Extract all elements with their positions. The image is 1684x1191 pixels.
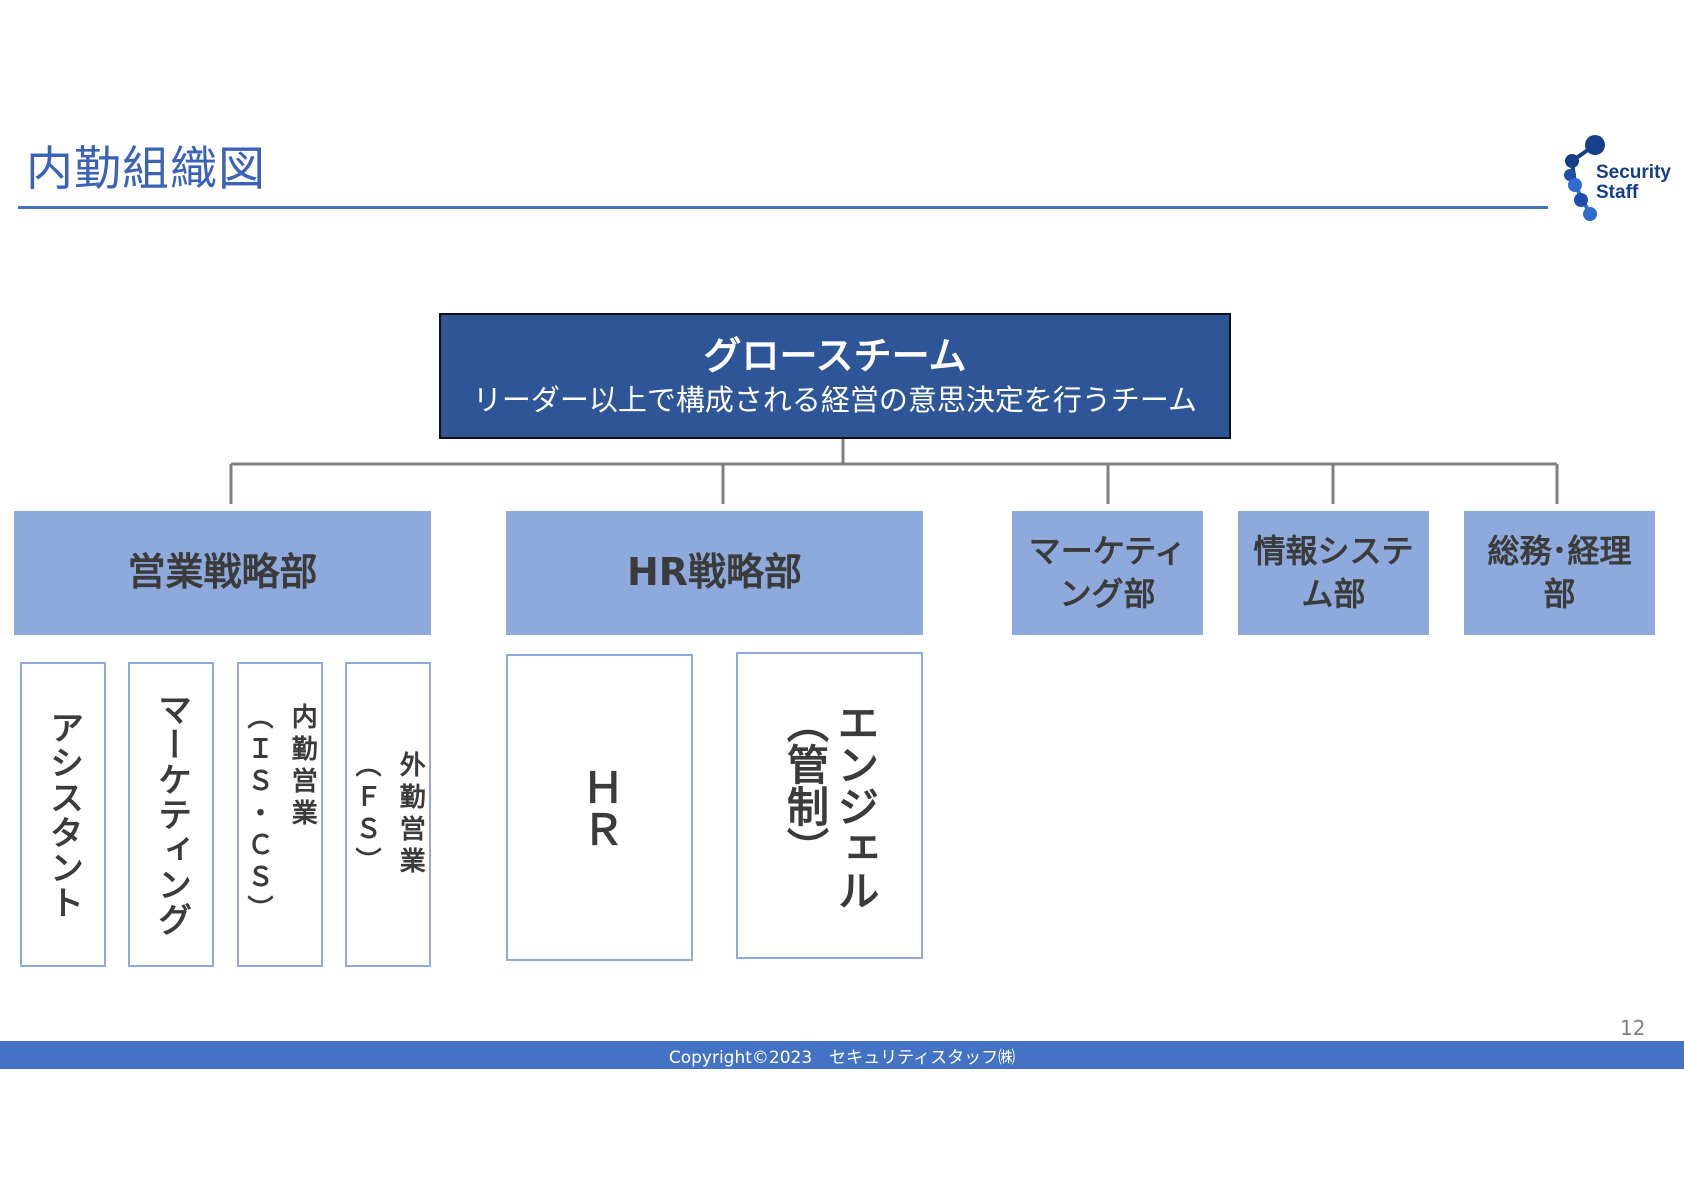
growth-team-description: リーダー以上で構成される経営の意思決定を行うチーム bbox=[472, 382, 1198, 417]
unit-hr: ＨＲ bbox=[506, 654, 693, 961]
copyright-text: Copyright©2023 セキュリティスタッフ㈱ bbox=[668, 1047, 1016, 1068]
growth-team-title: グロースチーム bbox=[703, 334, 967, 379]
logo-text-security: Security bbox=[1596, 162, 1671, 183]
unit-field-sales: 外勤営業 （ＦＳ） bbox=[345, 662, 431, 967]
dept-sales-strategy: 営業戦略部 bbox=[14, 511, 431, 635]
unit-inside-sales-label: 内勤営業 （ＩＳ・ＣＳ） bbox=[243, 702, 318, 927]
dept-general-affairs-accounting-label: 総務･経理部 bbox=[1487, 531, 1632, 613]
unit-marketing-label: マーケティング bbox=[151, 692, 192, 937]
dept-hr-strategy: HR戦略部 bbox=[506, 511, 923, 635]
dept-hr-strategy-label: HR戦略部 bbox=[626, 550, 803, 595]
unit-angel-control: エンジェル （管制） bbox=[736, 652, 923, 959]
dept-information-systems-label: 情報システム部 bbox=[1253, 531, 1414, 613]
unit-marketing: マーケティング bbox=[128, 662, 214, 967]
unit-assistant-label: アシスタント bbox=[43, 709, 84, 920]
unit-inside-sales: 内勤営業 （ＩＳ・ＣＳ） bbox=[237, 662, 323, 967]
footer-bar: Copyright©2023 セキュリティスタッフ㈱ bbox=[0, 1041, 1684, 1069]
page-number: 12 bbox=[1620, 1016, 1646, 1040]
unit-hr-label: ＨＲ bbox=[575, 765, 625, 850]
dept-general-affairs-accounting: 総務･経理部 bbox=[1464, 511, 1655, 635]
unit-field-sales-label: 外勤営業 （ＦＳ） bbox=[351, 750, 426, 879]
unit-assistant: アシスタント bbox=[20, 662, 106, 967]
logo-text-staff: Staff bbox=[1596, 182, 1639, 203]
title-underline bbox=[18, 206, 1548, 209]
dept-marketing: マーケティング部 bbox=[1012, 511, 1203, 635]
dept-sales-strategy-label: 営業戦略部 bbox=[127, 550, 318, 595]
unit-angel-control-label: エンジェル （管制） bbox=[780, 700, 880, 911]
dept-information-systems: 情報システム部 bbox=[1238, 511, 1429, 635]
growth-team-box: グロースチーム リーダー以上で構成される経営の意思決定を行うチーム bbox=[439, 313, 1231, 439]
dept-marketing-label: マーケティング部 bbox=[1028, 531, 1187, 613]
company-logo: Security Staff bbox=[1560, 130, 1678, 226]
logo-mark-icon bbox=[1564, 135, 1605, 221]
page-title: 内勤組織図 bbox=[26, 142, 266, 197]
